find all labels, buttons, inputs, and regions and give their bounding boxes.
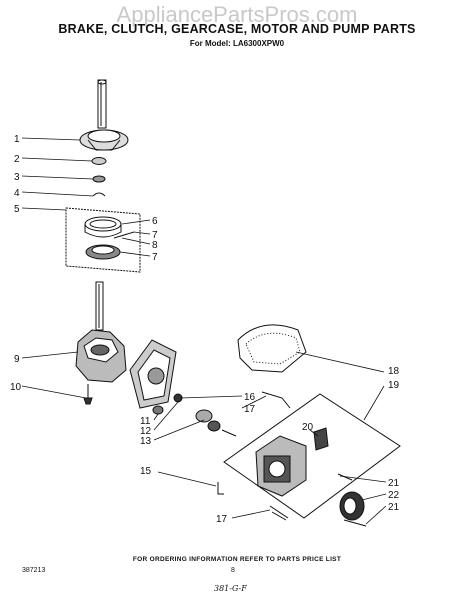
callout-21b: 21 (388, 502, 400, 513)
ordering-note: FOR ORDERING INFORMATION REFER TO PARTS … (132, 556, 342, 563)
washer-drawing (92, 175, 106, 183)
callout-21: 21 (388, 478, 400, 489)
callout-7b: 7 (152, 252, 158, 263)
callout-1: 1 (14, 134, 20, 145)
motor-box-drawing (223, 393, 401, 519)
callout-17: 17 (244, 404, 256, 415)
callout-7: 7 (152, 230, 158, 241)
brake-shaft-drawing (97, 79, 107, 129)
motor-drawing (255, 427, 329, 497)
callout-20: 20 (302, 422, 314, 433)
page-number: 8 (231, 567, 235, 574)
pump-cover-drawing (129, 339, 177, 409)
callout-9: 9 (14, 354, 20, 365)
callout-16: 16 (244, 392, 256, 403)
part-number: 387213 (22, 567, 46, 574)
clip-drawing (92, 192, 106, 197)
callout-22: 22 (388, 490, 400, 501)
callout-6: 6 (152, 216, 158, 227)
gearcase-drawing (75, 281, 127, 405)
pump-drawing (337, 473, 367, 527)
callout-11: 11 (140, 416, 151, 427)
callout-19: 19 (388, 380, 400, 391)
watermark: AppliancePartsPros.com (116, 2, 358, 27)
handwritten-code: 381-G-F (214, 584, 247, 593)
callout-4: 4 (14, 188, 20, 199)
callout-13: 13 (140, 436, 152, 447)
washer-drawing (91, 157, 107, 165)
model-line: For Model: LA6300XPW0 (189, 39, 285, 48)
callout-3: 3 (14, 172, 20, 183)
gasket-drawing (237, 324, 307, 373)
page-title: BRAKE, CLUTCH, GEARCASE, MOTOR AND PUMP … (58, 22, 416, 36)
callout-17b: 17 (216, 514, 228, 525)
callout-18: 18 (388, 366, 400, 377)
callout-8: 8 (152, 240, 158, 251)
brake-hub-drawing (79, 129, 129, 151)
callout-5: 5 (14, 204, 20, 215)
callout-12: 12 (140, 426, 152, 437)
callout-10: 10 (10, 382, 22, 393)
callout-15: 15 (140, 466, 152, 477)
clutch-parts-box (65, 207, 141, 273)
callout-2: 2 (14, 154, 20, 165)
